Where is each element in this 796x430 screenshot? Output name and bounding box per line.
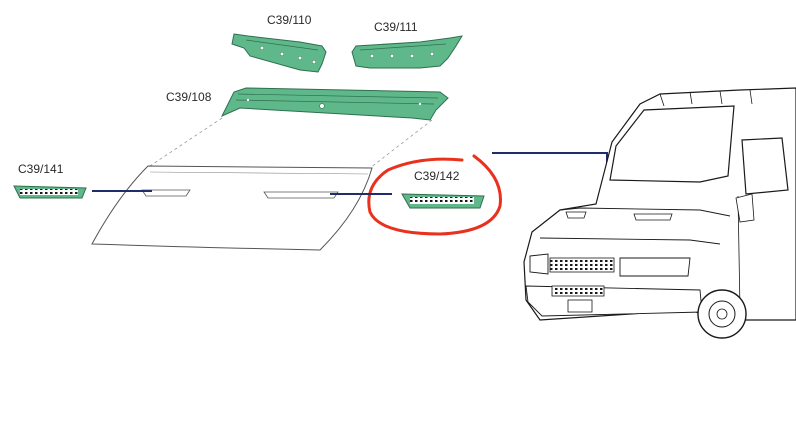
bonnet-icon	[91, 165, 373, 251]
guide-lines	[149, 117, 433, 169]
label-c39-108: C39/108	[166, 90, 212, 104]
part-c39-141[interactable]	[13, 185, 87, 199]
label-c39-111: C39/111	[374, 20, 418, 34]
part-c39-111[interactable]	[351, 35, 463, 69]
part-c39-108[interactable]	[220, 87, 449, 121]
label-c39-110: C39/110	[267, 13, 312, 27]
van-front-icon	[523, 87, 796, 339]
label-c39-142: C39/142	[414, 169, 460, 183]
label-c39-141: C39/141	[18, 162, 64, 176]
van-upper-grille	[549, 257, 615, 273]
highlight-circle	[367, 154, 502, 236]
part-c39-142[interactable]	[401, 193, 485, 209]
van-lower-grille	[551, 285, 605, 297]
part-c39-110[interactable]	[231, 33, 327, 73]
